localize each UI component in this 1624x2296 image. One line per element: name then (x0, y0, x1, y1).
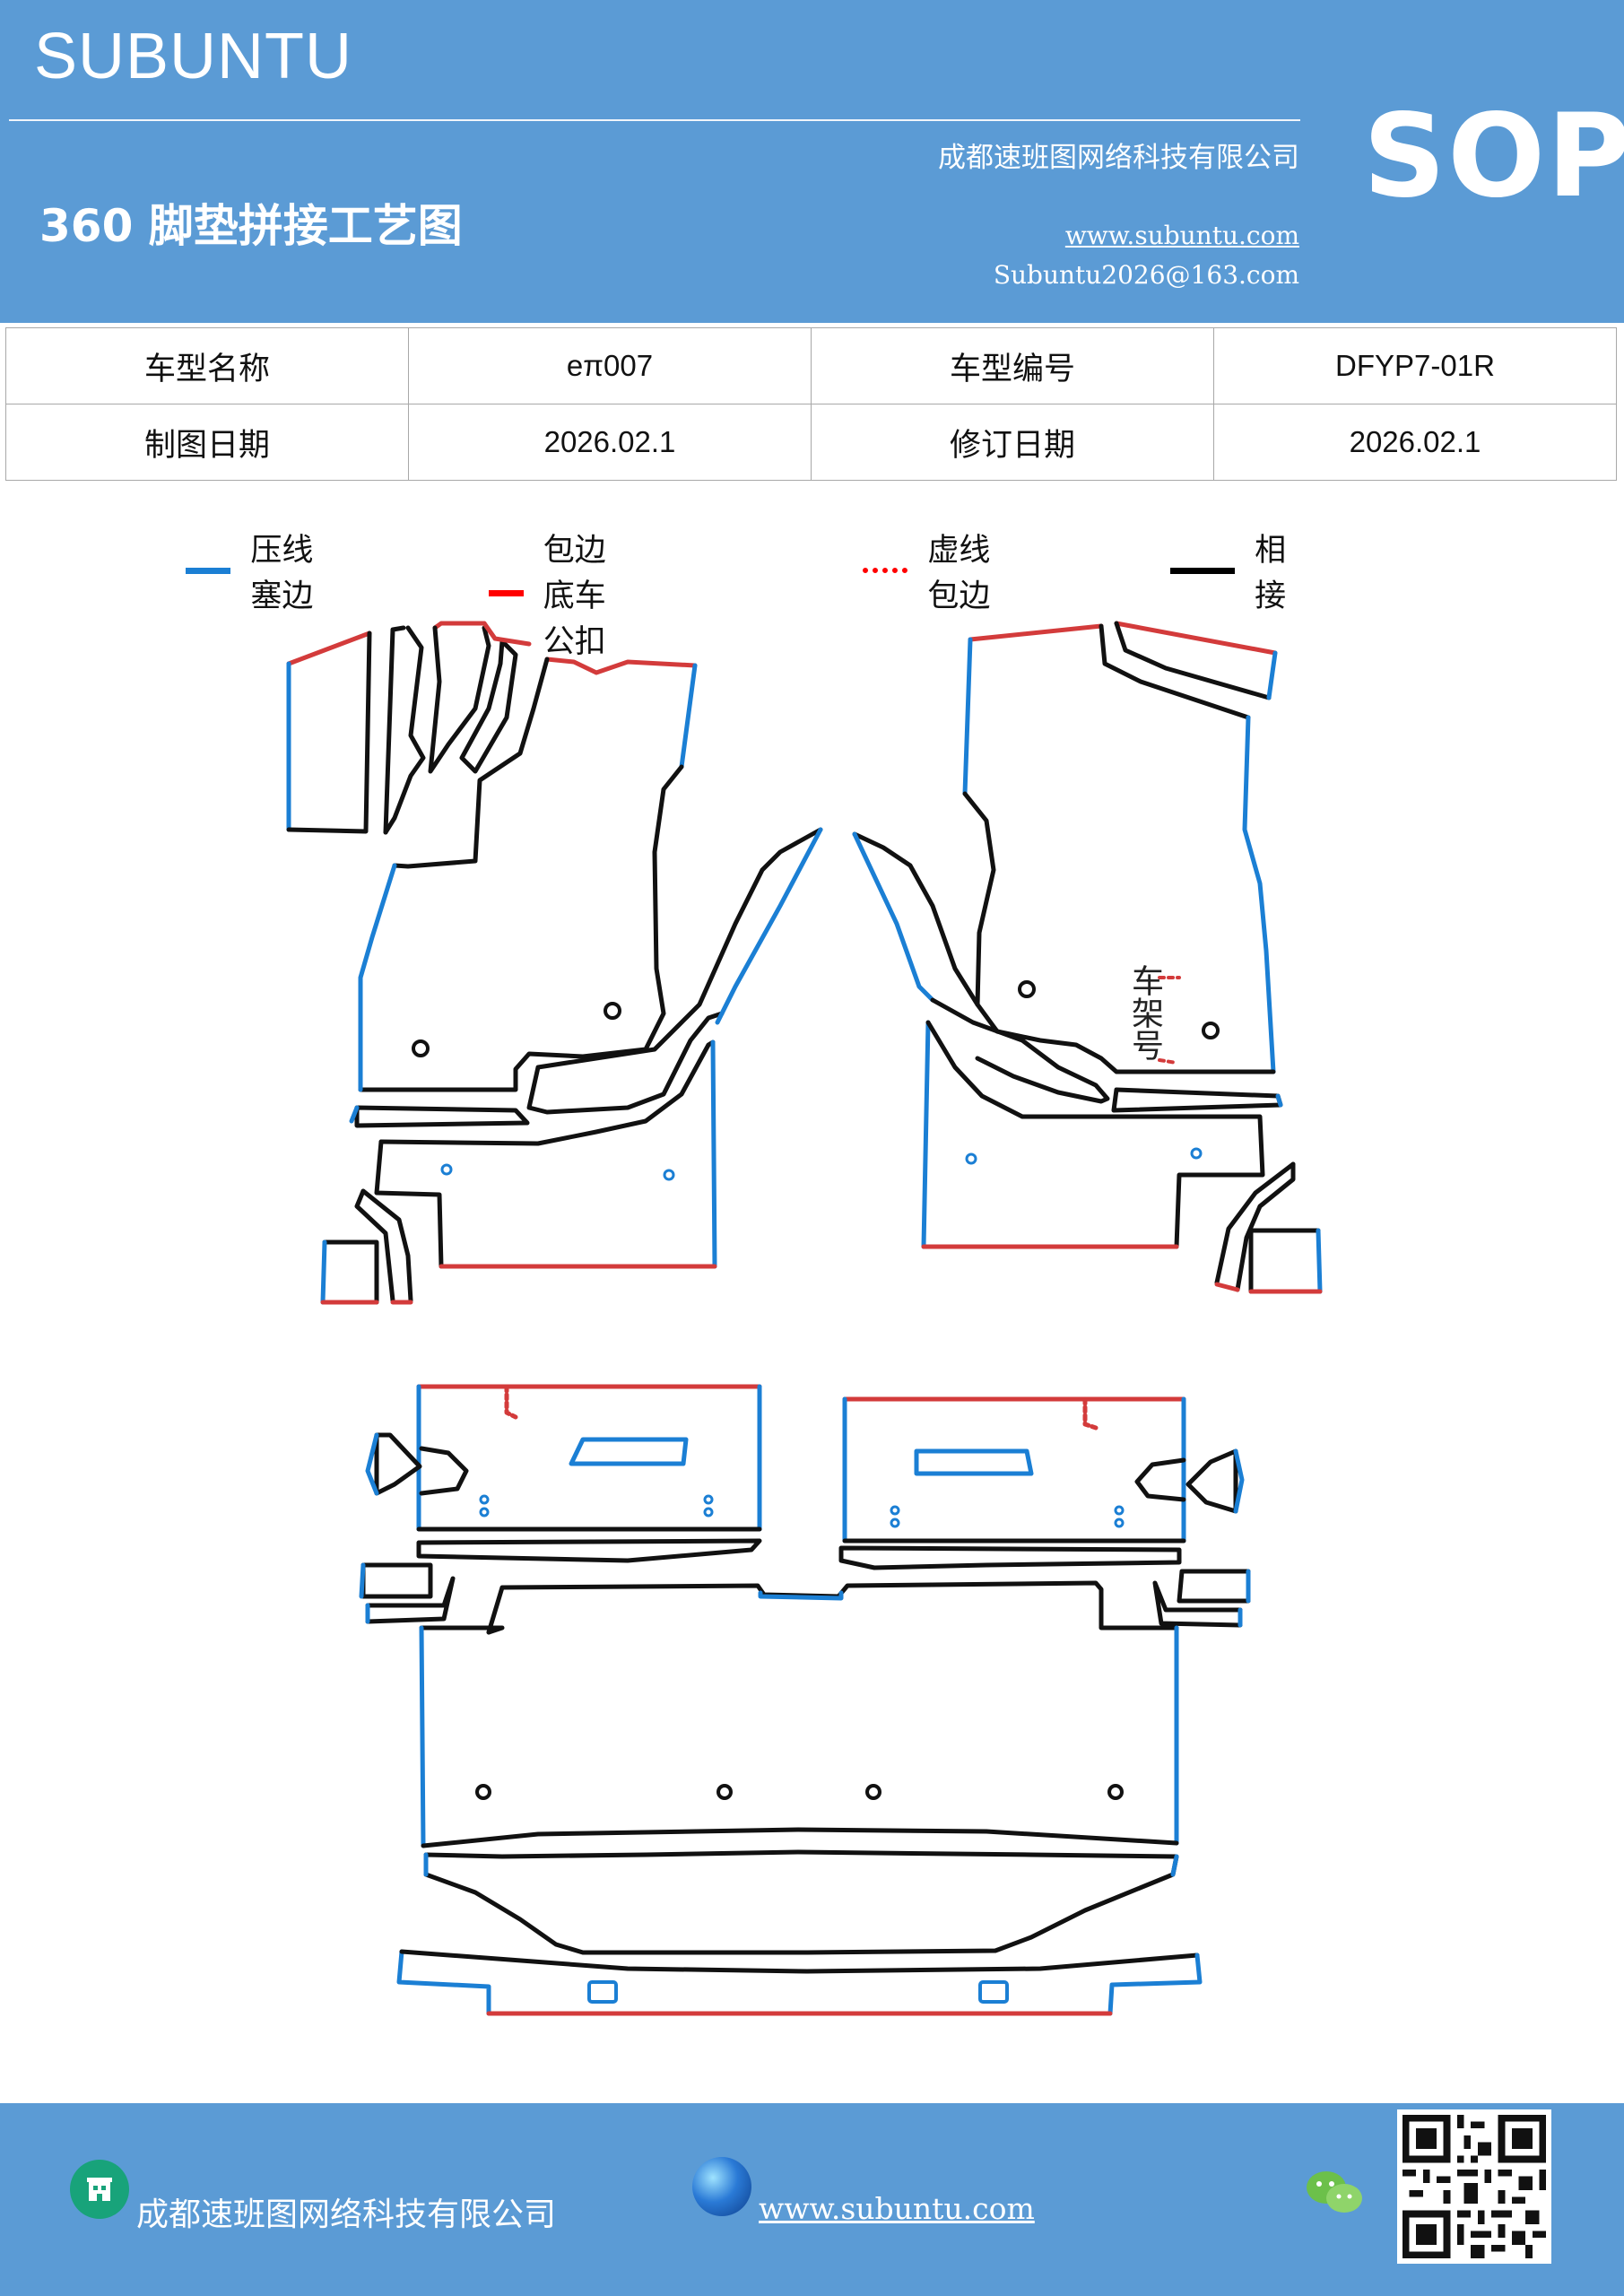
legend-swatch-red-dotted (863, 568, 908, 573)
footer-banner: 成都速班图网络科技有限公司 www.subuntu.com (0, 2103, 1624, 2296)
header-website-link[interactable]: www.subuntu.com (1064, 221, 1299, 250)
legend-label: 压线塞边 (250, 533, 314, 614)
model-code-label: 车型编号 (811, 327, 1214, 404)
draw-date-label: 制图日期 (5, 404, 409, 481)
legend-item-press-line: 压线塞边 (186, 525, 319, 616)
header-banner: SUBUNTU 成都速班图网络科技有限公司 360 脚垫拼接工艺图 www.su… (0, 0, 1624, 323)
table-row: 制图日期 2026.02.1 修订日期 2026.02.1 (5, 404, 1617, 481)
legend-swatch-blue (186, 567, 231, 574)
globe-icon (692, 2157, 751, 2216)
draw-date-value: 2026.02.1 (408, 404, 812, 481)
qr-code (1397, 2109, 1551, 2264)
model-name-value: eπ007 (408, 327, 812, 404)
model-code-value: DFYP7-01R (1213, 327, 1617, 404)
footer-website-link[interactable]: www.subuntu.com (759, 2191, 1035, 2226)
front-right-mat (852, 621, 1323, 1294)
wechat-icon[interactable] (1305, 2168, 1364, 2222)
legend-label: 相接 (1255, 533, 1287, 614)
frame-number-annotation: 车架号 (1126, 964, 1163, 1061)
legend-item-joint: 相接 (1170, 525, 1304, 616)
footer-company: 成都速班图网络科技有限公司 (136, 2196, 557, 2233)
header-company: 成都速班图网络科技有限公司 (938, 142, 1299, 174)
legend-item-dotted-edge: 虚线包边 (863, 525, 996, 616)
building-icon (70, 2160, 129, 2219)
legend-swatch-red (489, 590, 524, 596)
sop-badge: SOP (1363, 90, 1624, 223)
brand-name: SUBUNTU (34, 21, 353, 92)
revision-date-label: 修订日期 (811, 404, 1214, 481)
front-left-mat (286, 621, 823, 1305)
header-divider (9, 119, 1300, 121)
legend-label: 包边底车公扣 (543, 533, 606, 660)
rear-mat-section (359, 1384, 1251, 2016)
legend-swatch-black (1170, 567, 1236, 574)
table-row: 车型名称 eπ007 车型编号 DFYP7-01R (5, 327, 1617, 404)
legend-label: 虚线包边 (927, 533, 991, 614)
legend-item-edge-buckle: 包边底车公扣 (489, 525, 622, 662)
model-name-label: 车型名称 (5, 327, 409, 404)
header-email: Subuntu2026@163.com (993, 260, 1299, 290)
revision-date-value: 2026.02.1 (1213, 404, 1617, 481)
vehicle-info-table: 车型名称 eπ007 车型编号 DFYP7-01R 制图日期 2026.02.1… (5, 327, 1617, 481)
page-title: 360 脚垫拼接工艺图 (39, 200, 463, 252)
floor-mat-diagram (286, 621, 1323, 2016)
